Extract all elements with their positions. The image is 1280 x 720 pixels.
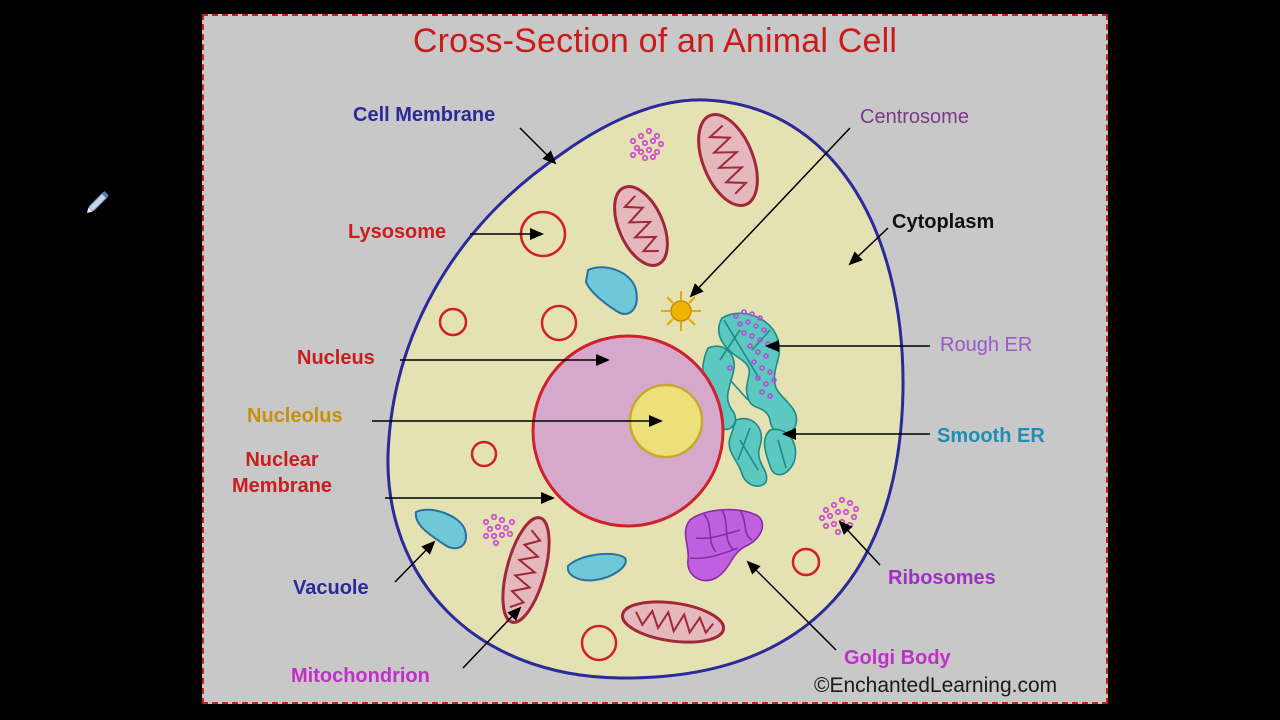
lysosome-4 bbox=[470, 440, 498, 468]
arrow-mitochondrion bbox=[462, 606, 522, 669]
lysosome-2 bbox=[438, 307, 468, 337]
ribosome-cluster-2 bbox=[482, 513, 516, 547]
lysosome-3 bbox=[540, 304, 578, 342]
label-nuclear-membrane: Nuclear Membrane bbox=[232, 449, 333, 497]
label-rough-er: Rough ER bbox=[940, 334, 1033, 356]
label-vacuole: Vacuole bbox=[293, 577, 369, 599]
mitochondrion-1 bbox=[697, 113, 759, 207]
label-lysosome: Lysosome bbox=[348, 221, 447, 243]
label-ribosomes: Ribosomes bbox=[888, 567, 996, 589]
vacuole-1 bbox=[584, 266, 638, 315]
centrosome-shape bbox=[661, 291, 701, 331]
arrow-golgi-body bbox=[746, 560, 837, 651]
arrow-cell-membrane bbox=[519, 127, 557, 165]
arrow-centrosome bbox=[689, 127, 851, 298]
pen-cursor-icon bbox=[84, 186, 114, 221]
vacuole-3 bbox=[566, 552, 627, 582]
label-nucleolus: Nucleolus bbox=[247, 405, 343, 427]
lysosome-5 bbox=[791, 547, 821, 577]
ribosome-cluster-1 bbox=[629, 127, 665, 162]
nucleus-shape bbox=[531, 334, 725, 528]
rough-er-ribosomes bbox=[727, 309, 777, 399]
label-centrosome: Centrosome bbox=[860, 106, 969, 128]
label-nucleus: Nucleus bbox=[297, 347, 375, 369]
copyright-credit: ©EnchantedLearning.com bbox=[814, 674, 1058, 697]
label-cytoplasm: Cytoplasm bbox=[892, 211, 995, 233]
pointer-arrows bbox=[372, 127, 930, 669]
arrow-ribosomes bbox=[838, 520, 881, 566]
golgi-body-shape bbox=[684, 508, 764, 582]
mitochondrion-4 bbox=[620, 600, 726, 644]
arrow-vacuole bbox=[394, 540, 436, 583]
vacuole-2 bbox=[414, 508, 467, 550]
arrow-cytoplasm bbox=[848, 227, 889, 266]
label-smooth-er: Smooth ER bbox=[937, 425, 1045, 447]
diagram-title: Cross-Section of an Animal Cell bbox=[412, 22, 898, 60]
mitochondrion-2 bbox=[613, 185, 669, 267]
label-cell-membrane: Cell Membrane bbox=[353, 104, 496, 126]
label-mitochondrion: Mitochondrion bbox=[291, 665, 430, 687]
label-golgi-body: Golgi Body bbox=[844, 647, 951, 669]
mitochondrion-3 bbox=[501, 516, 551, 624]
lysosome-6 bbox=[580, 624, 618, 662]
